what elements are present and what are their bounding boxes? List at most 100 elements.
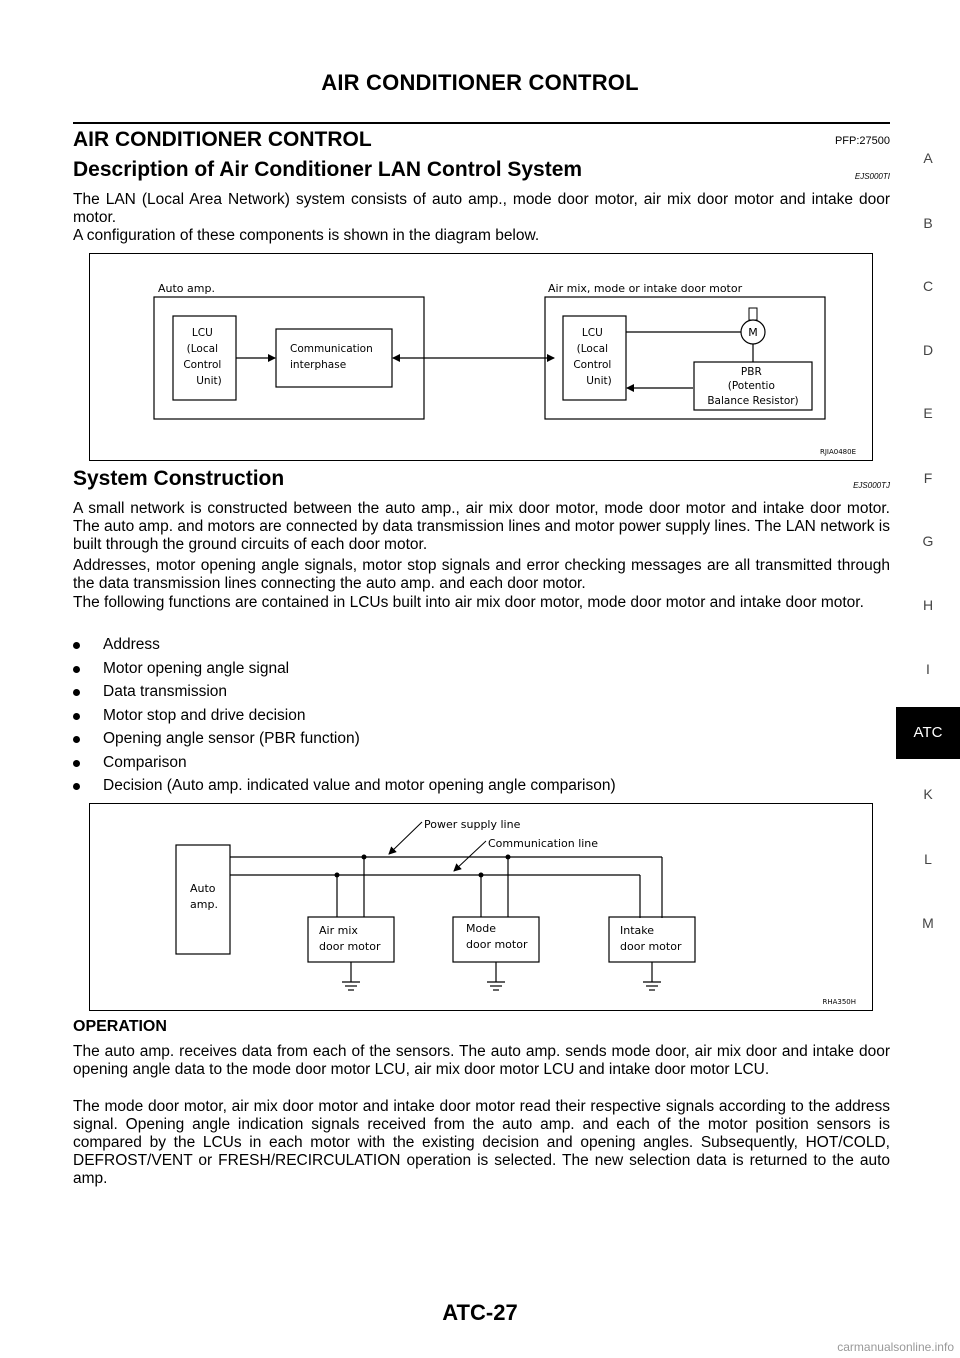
svg-text:LCU (Local Control: LCU (Local Control Unit) xyxy=(573,327,614,387)
list-item: Data transmission xyxy=(73,683,890,707)
bullet-icon xyxy=(73,759,80,767)
description-paragraph-2: A configuration of these components is s… xyxy=(73,227,540,244)
svg-text:Mode door motor: Mode door motor xyxy=(466,922,528,951)
lcu-left-line-2: (Local xyxy=(187,343,218,355)
ground-icon-intake xyxy=(643,962,661,991)
index-letter[interactable]: H xyxy=(922,597,934,613)
intake-line-2: door motor xyxy=(620,940,682,953)
lcu-right-line-4: Unit) xyxy=(586,375,611,387)
auto-amp-line-2: amp. xyxy=(190,898,218,911)
bullet-icon xyxy=(73,783,80,790)
pfp-code: PFP:27500 xyxy=(834,135,890,147)
page-header: AIR CONDITIONER CONTROL xyxy=(321,70,639,95)
junction-dot xyxy=(505,854,511,860)
svg-text:LCU (Local Control: LCU (Local Control Unit) xyxy=(183,327,224,387)
lcu-right-line-1: LCU xyxy=(582,327,603,339)
index-letter[interactable]: D xyxy=(922,342,934,358)
construction-code: EJS000TJ xyxy=(853,481,890,490)
communication-line-label: Communication line xyxy=(488,837,598,850)
construction-heading: System Construction xyxy=(73,467,285,490)
ground-icon-airmix xyxy=(342,962,360,991)
mode-line-2: door motor xyxy=(466,938,528,951)
section-title: AIR CONDITIONER CONTROL xyxy=(73,128,372,151)
bullet-icon xyxy=(73,736,80,743)
auto-amp-box xyxy=(153,296,425,420)
motor-label: M xyxy=(748,326,758,339)
svg-text:Communication interphase: Communication interphase xyxy=(290,343,376,371)
svg-text:Air mix door motor: Air mix door motor xyxy=(319,924,381,953)
door-motor-label: Air mix, mode or intake door motor xyxy=(548,282,743,295)
junction-dot xyxy=(478,872,484,878)
operation-heading: OPERATION xyxy=(73,1018,167,1035)
comm-line-1: Communication xyxy=(290,343,373,355)
index-tab-active[interactable]: ATC xyxy=(896,707,960,759)
mode-line-1: Mode xyxy=(466,922,496,935)
power-line-leader xyxy=(388,821,423,855)
list-item: Motor stop and drive decision xyxy=(73,707,890,731)
comm-line-2: interphase xyxy=(290,359,346,371)
communication-interphase-box xyxy=(275,328,393,388)
construction-paragraph-1: A small network is constructed between t… xyxy=(73,500,890,553)
lcu-right-box xyxy=(562,315,627,401)
intake-line-1: Intake xyxy=(620,924,654,937)
index-letter[interactable]: C xyxy=(922,278,934,294)
lcu-right-line-3: Control xyxy=(573,359,611,371)
operation-paragraph-1: The auto amp. receives data from each of… xyxy=(73,1043,890,1078)
motor-shaft-top xyxy=(748,307,758,321)
list-item: Decision (Auto amp. indicated value and … xyxy=(73,777,890,801)
index-letter[interactable]: G xyxy=(922,533,934,549)
lan-configuration-diagram: Auto amp. LCU (Local Control Unit) Commu… xyxy=(89,253,873,461)
pbr-box xyxy=(693,361,813,411)
lcu-right-line-2: (Local xyxy=(577,343,608,355)
index-letter[interactable]: F xyxy=(923,470,933,486)
air-mix-line-2: door motor xyxy=(319,940,381,953)
svg-text:Intake door motor: Intake door motor xyxy=(620,924,682,953)
description-code: EJS000TI xyxy=(854,172,890,181)
description-paragraph-1: The LAN (Local Area Network) system cons… xyxy=(73,191,890,226)
diagram1-ref: RJIA0480E xyxy=(820,448,856,456)
lan-wiring-diagram: Power supply line Communication line Aut… xyxy=(89,803,873,1011)
construction-paragraph-3: The following functions are contained in… xyxy=(73,594,864,611)
list-item: Address xyxy=(73,636,890,660)
svg-text:Auto amp.: Auto amp. xyxy=(190,882,219,911)
power-supply-line-label: Power supply line xyxy=(424,818,521,831)
svg-text:PBR (Potentio Bala: PBR (Potentio Balance Resistor) xyxy=(707,366,798,407)
pbr-line-2: (Potentio xyxy=(728,380,775,392)
ground-icon-mode xyxy=(487,962,505,991)
index-letter[interactable]: B xyxy=(923,215,933,231)
auto-amp-box xyxy=(175,844,231,955)
auto-amp-label: Auto amp. xyxy=(158,282,215,295)
list-item: Comparison xyxy=(73,754,890,778)
list-item: Motor opening angle signal xyxy=(73,660,890,684)
header-rule xyxy=(73,122,890,124)
pbr-line-3: Balance Resistor) xyxy=(707,395,798,407)
bullet-icon xyxy=(73,665,80,673)
bullet-icon xyxy=(73,689,80,696)
index-letter[interactable]: M xyxy=(922,915,934,931)
comm-line-leader xyxy=(453,840,487,872)
diagram2-ref: RHA350H xyxy=(822,998,856,1006)
description-heading: Description of Air Conditioner LAN Contr… xyxy=(73,158,583,181)
junction-dot xyxy=(334,872,340,878)
index-letter[interactable]: K xyxy=(923,786,933,802)
bullet-icon xyxy=(73,642,80,649)
lcu-left-line-3: Control xyxy=(183,359,221,371)
watermark: carmanualsonline.info xyxy=(837,1340,954,1354)
page-number: ATC-27 xyxy=(442,1300,518,1325)
lcu-left-line-1: LCU xyxy=(192,327,213,339)
air-mix-line-1: Air mix xyxy=(319,924,358,937)
bullet-icon xyxy=(73,712,80,720)
index-letter[interactable]: A xyxy=(923,150,933,166)
list-item: Opening angle sensor (PBR function) xyxy=(73,730,890,754)
construction-paragraph-2: Addresses, motor opening angle signals, … xyxy=(73,557,890,592)
pbr-line-1: PBR xyxy=(741,366,762,378)
index-letter[interactable]: E xyxy=(923,405,933,421)
door-motor-box xyxy=(544,296,826,420)
lcu-left-line-4: Unit) xyxy=(196,375,221,387)
junction-dot xyxy=(361,854,367,860)
index-letter[interactable]: I xyxy=(926,661,930,677)
function-list: Address Motor opening angle signal Data … xyxy=(73,636,890,801)
auto-amp-line-1: Auto xyxy=(190,882,216,895)
operation-paragraph-2: The mode door motor, air mix door motor … xyxy=(73,1098,890,1187)
index-letter[interactable]: L xyxy=(924,851,932,867)
